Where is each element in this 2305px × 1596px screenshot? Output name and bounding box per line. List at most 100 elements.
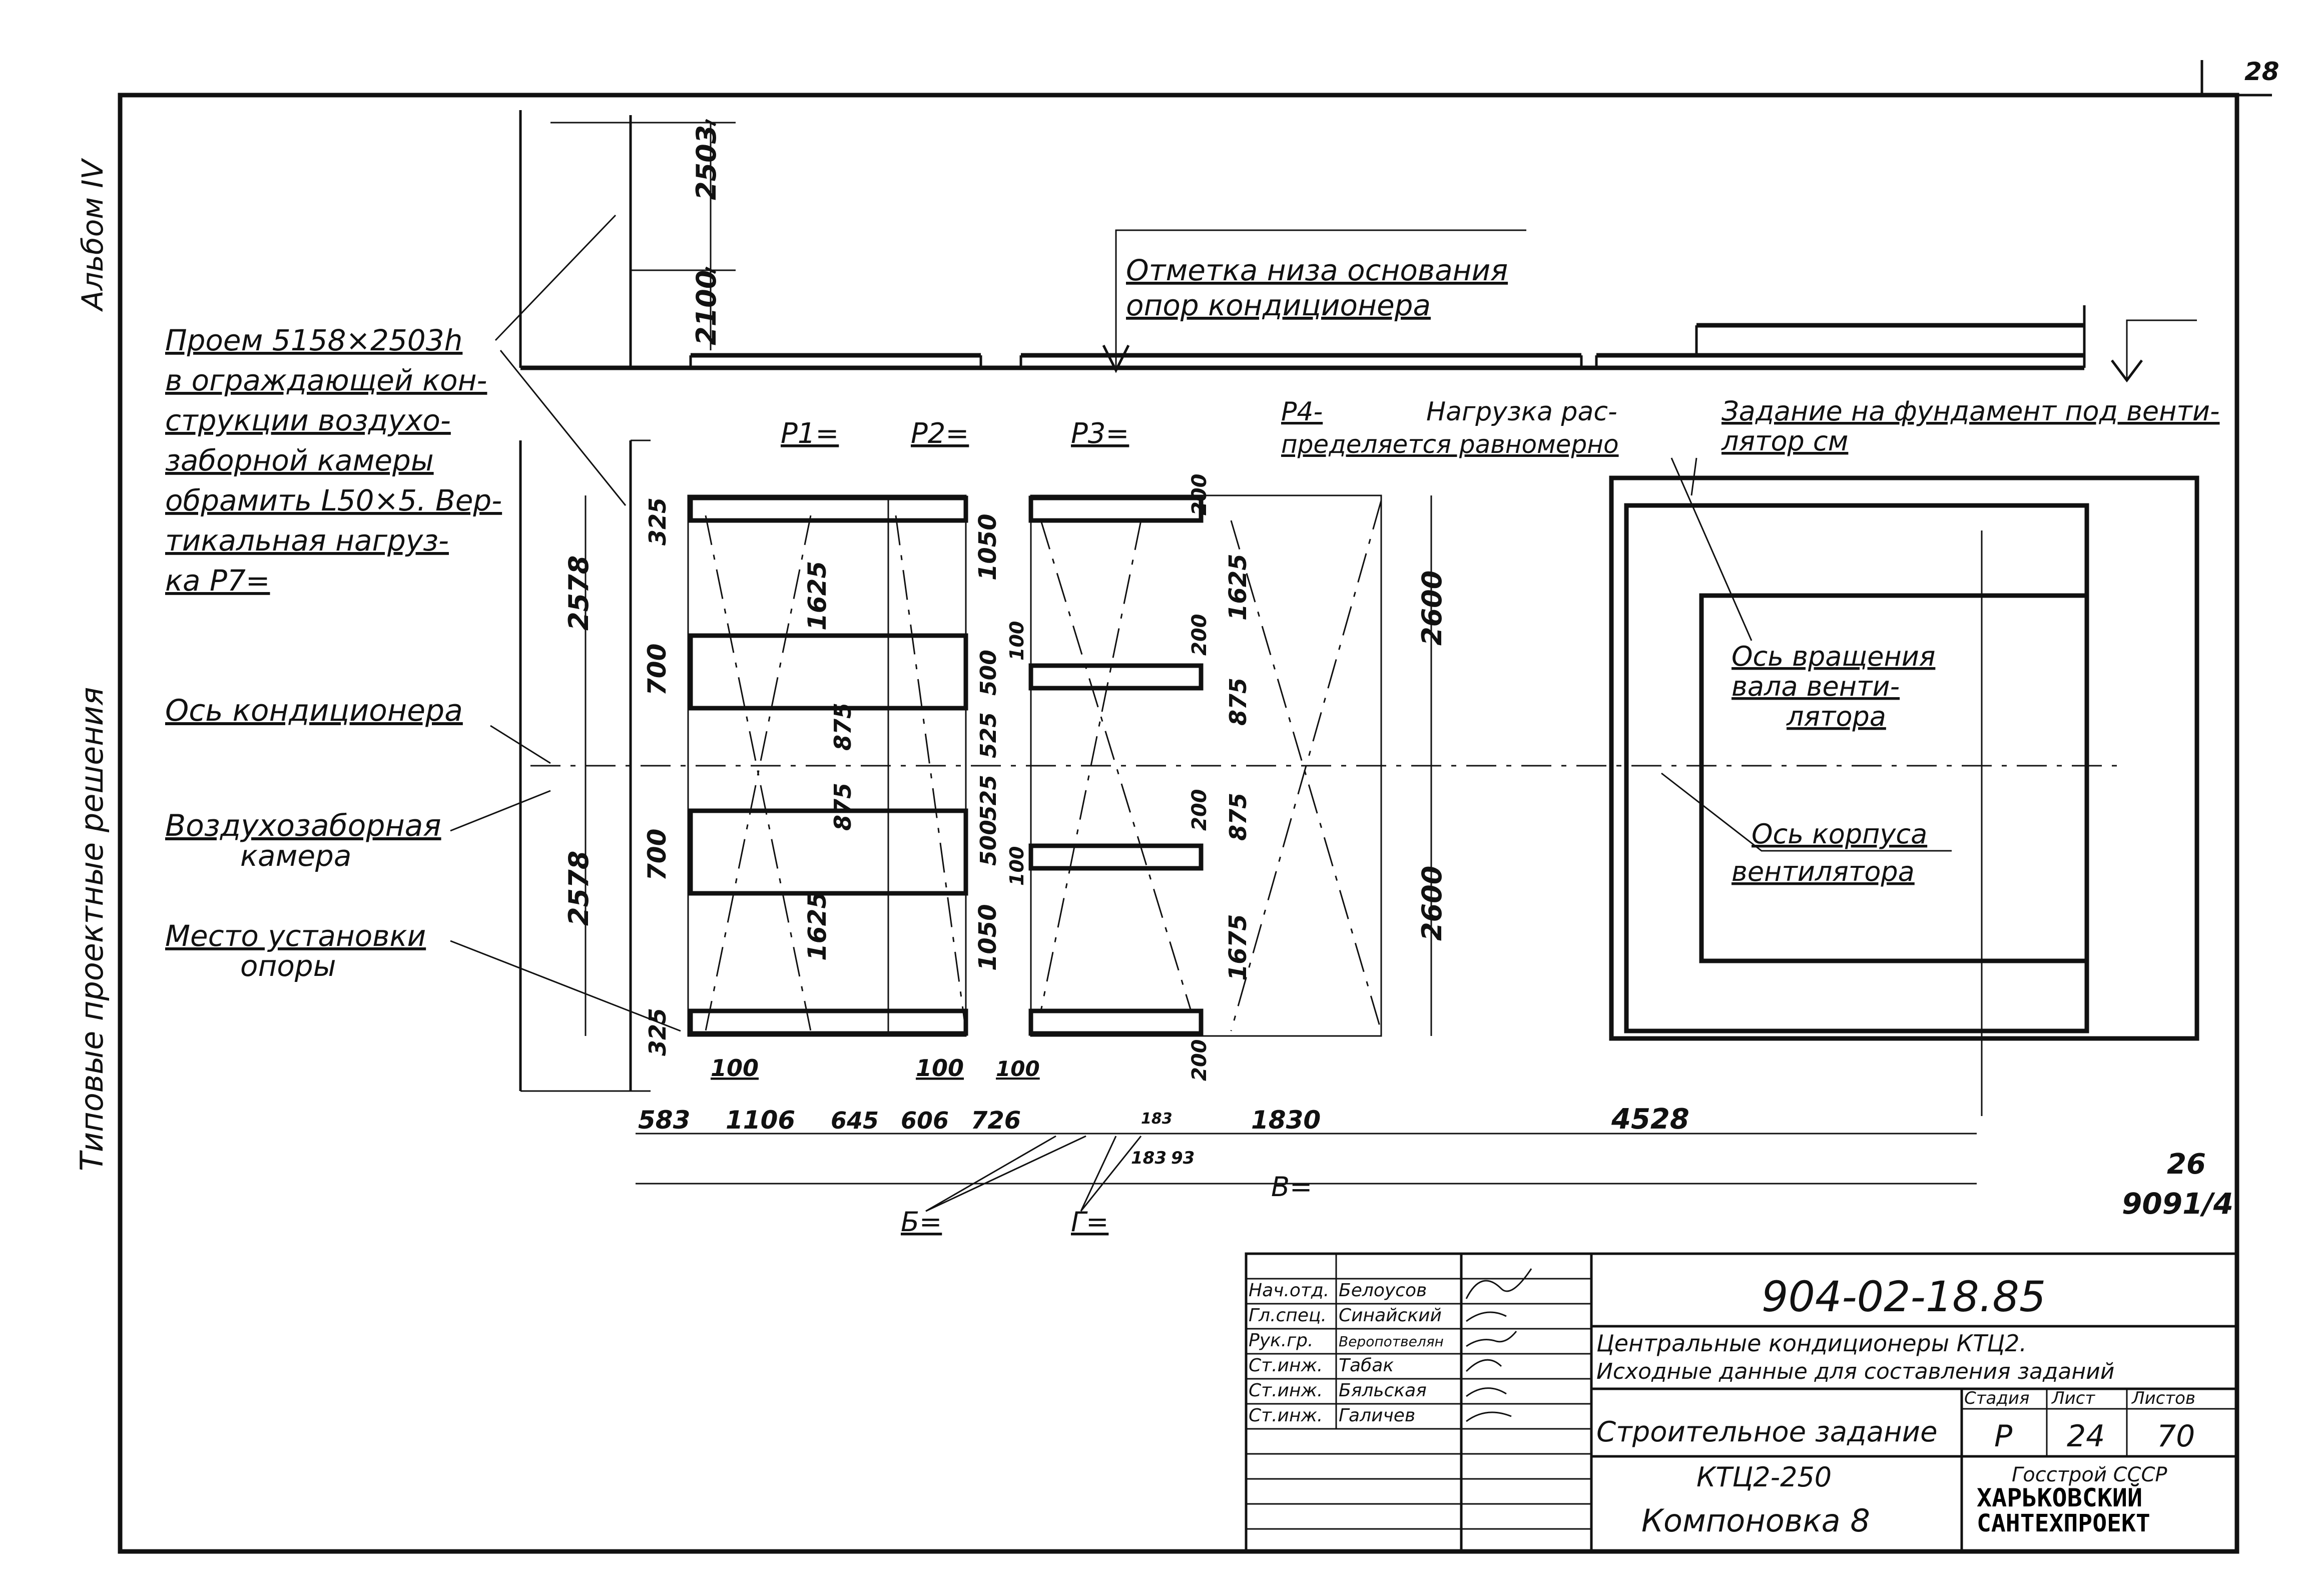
role-2: Гл.спец. <box>1249 1305 1327 1326</box>
load-p2: Р2= <box>911 417 969 450</box>
shaft-axis-line2: вала венти- <box>1732 671 1900 702</box>
dim-500b: 500 <box>976 820 1001 866</box>
dim-525a: 525 <box>976 712 1001 758</box>
dim-525b: 525 <box>976 775 1001 821</box>
dim-2600a: 2600 <box>1416 571 1448 646</box>
support-place-line1: Место установки <box>165 919 426 953</box>
dim-606: 606 <box>901 1107 949 1134</box>
doc-title-1: Центральные кондиционеры КТЦ2. <box>1596 1330 2027 1357</box>
col-sheet: Лист <box>2051 1388 2095 1408</box>
dim-183a: 183 <box>1131 1148 1167 1168</box>
elevation-view: 2503 2100 Отметка низа основания опор ко… <box>519 110 2197 383</box>
load-p4: Р4- <box>1281 397 1323 427</box>
dim-875b: 875 <box>829 783 856 831</box>
dim-325b: 325 <box>644 1008 671 1056</box>
intake-chamber-line2: камера <box>240 839 351 873</box>
dim-875c: 875 <box>1225 678 1252 726</box>
model-label: КТЦ2-250 <box>1696 1461 1832 1493</box>
opening-note-6: тикальная нагруз- <box>165 523 449 558</box>
fan-task-line2: лятор см <box>1721 425 1848 457</box>
opening-note-7: ка Р7= <box>165 564 270 598</box>
dim-2578-bottom: 2578 <box>563 851 595 926</box>
role-4: Ст.инж. <box>1249 1355 1323 1376</box>
sheet-frame <box>118 93 2239 1554</box>
name-2: Синайский <box>1339 1305 1442 1326</box>
dim-500a: 500 <box>976 650 1001 696</box>
sheet-number: 28 <box>2244 57 2279 86</box>
plan-view: 2578 2578 325 325 700 700 1625 1625 875 … <box>519 395 2219 1116</box>
dim-1625c: 1625 <box>1224 554 1252 621</box>
base-mark-line1: Отметка низа основания <box>1126 253 1508 287</box>
role-5: Ст.инж. <box>1249 1380 1323 1401</box>
org-line2: ХАРЬКОВСКИЙ <box>1977 1483 2142 1512</box>
dim-875a: 875 <box>829 703 856 751</box>
dim-183b: 183 <box>1141 1110 1173 1128</box>
dim-2578-top: 2578 <box>563 556 595 631</box>
intake-chamber-line1: Воздухозаборная <box>165 808 441 843</box>
col-stage: Стадия <box>1964 1388 2029 1408</box>
dim-4528: 4528 <box>1611 1103 1689 1136</box>
opening-note-3: струкции воздухо- <box>165 403 451 437</box>
org-line1: Госстрой СССР <box>2012 1463 2167 1486</box>
ref-g: Г= <box>1071 1206 1108 1238</box>
name-1: Белоусов <box>1339 1280 1427 1301</box>
dim-325a: 325 <box>644 497 671 546</box>
role-1: Нач.отд. <box>1249 1280 1329 1301</box>
name-6: Галичев <box>1339 1405 1415 1426</box>
stage-value: Р <box>1994 1419 2013 1454</box>
dim-100a: 100 <box>1006 621 1028 661</box>
col-sheets: Листов <box>2131 1388 2195 1408</box>
housing-axis-line1: Ось корпуса <box>1752 818 1927 850</box>
dim-b100c: 100 <box>996 1056 1040 1081</box>
load-p1: Р1= <box>781 417 839 450</box>
dim-2100: 2100 <box>691 270 722 345</box>
dim-b100b: 100 <box>916 1054 964 1082</box>
bottom-dimensions: 583 1106 645 606 726 1830 4528 183 93 18… <box>636 1054 2233 1238</box>
name-3: Веропотвелян <box>1339 1333 1444 1350</box>
base-mark-line2: опор кондиционера <box>1126 288 1431 322</box>
load-dist-line1: Нагрузка рас- <box>1426 397 1617 427</box>
sheet-ref-code: 9091/4 <box>2122 1187 2233 1221</box>
dim-1625a: 1625 <box>803 561 832 631</box>
dim-b100a: 100 <box>711 1054 759 1082</box>
side-series-label: Типовые проектные решения <box>74 687 110 1171</box>
fan-task-line1: Задание на фундамент под венти- <box>1721 395 2219 427</box>
dim-1050b: 1050 <box>974 904 1002 971</box>
dim-100b: 100 <box>1006 846 1028 886</box>
dim-700b: 700 <box>643 829 672 881</box>
load-dist-line2: пределяется равномерно <box>1281 430 1619 459</box>
ref-v: В= <box>1271 1171 1312 1203</box>
dim-645: 645 <box>831 1107 879 1134</box>
dim-2600b: 2600 <box>1416 866 1448 941</box>
dim-1106: 1106 <box>726 1106 795 1135</box>
doc-title-2: Исходные данные для составления заданий <box>1596 1359 2114 1384</box>
housing-axis-line2: вентилятора <box>1732 856 1915 887</box>
dim-1050a: 1050 <box>974 513 1002 581</box>
opening-note-4: заборной камеры <box>165 443 434 477</box>
dim-700a: 700 <box>643 644 672 696</box>
name-4: Табак <box>1339 1355 1394 1376</box>
load-p3: Р3= <box>1071 417 1129 450</box>
role-6: Ст.инж. <box>1249 1405 1323 1426</box>
dim-1830: 1830 <box>1251 1106 1321 1135</box>
dim-1675: 1675 <box>1224 914 1252 981</box>
support-place-line2: опоры <box>240 949 336 983</box>
sheets-value: 70 <box>2157 1419 2195 1454</box>
org-line3: САНТЕХПРОЕКТ <box>1977 1509 2150 1537</box>
opening-note-5: обрамить L50×5. Вер- <box>165 483 502 517</box>
axis-conditioner-label: Ось кондиционера <box>165 693 463 728</box>
sheet-value: 24 <box>2067 1419 2105 1454</box>
dim-200d: 200 <box>1188 1039 1211 1082</box>
opening-note-1: Проем 5158×2503h <box>165 323 462 357</box>
signatures <box>1465 1268 1532 1422</box>
dim-583: 583 <box>638 1106 690 1135</box>
dim-1625b: 1625 <box>803 891 832 961</box>
dim-93: 93 <box>1171 1148 1195 1168</box>
ref-b: Б= <box>901 1206 942 1238</box>
role-3: Рук.гр. <box>1249 1330 1313 1351</box>
dim-2503: 2503 <box>691 125 722 200</box>
dim-200a: 200 <box>1188 474 1211 516</box>
dim-726: 726 <box>971 1107 1021 1135</box>
shaft-axis-line1: Ось вращения <box>1732 641 1935 672</box>
